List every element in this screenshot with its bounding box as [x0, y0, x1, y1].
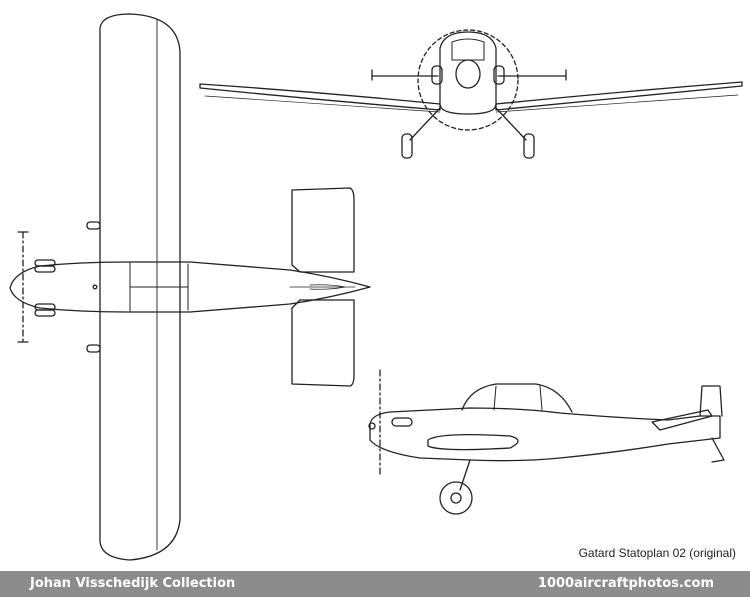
collection-credit: Johan Visschedijk Collection — [30, 576, 236, 591]
front-view — [199, 29, 743, 159]
site-credit: 1000aircraftphotos.com — [537, 576, 714, 591]
three-view-drawing — [9, 13, 743, 561]
top-view — [9, 13, 371, 561]
footer-bar: Johan Visschedijk Collection 1000aircraf… — [0, 571, 750, 597]
side-view — [368, 369, 725, 515]
drawing-caption: Gatard Statoplan 02 (original) — [578, 546, 736, 560]
